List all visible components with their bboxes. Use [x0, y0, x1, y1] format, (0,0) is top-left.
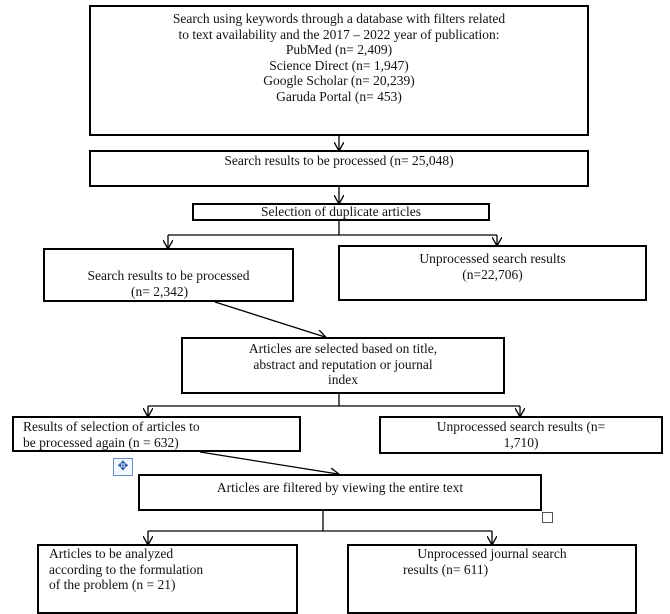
full-text-filter-box: Articles are filtered by viewing the ent… [138, 474, 542, 511]
selection-result-box: Results of selection of articles to be p… [12, 416, 301, 452]
search-line-1: Search using keywords through a database… [172, 11, 506, 26]
title-abstract-selection-box: Articles are selected based on title, ab… [181, 337, 505, 394]
unprocessed-2-line-1: Unprocessed search results (n= [436, 419, 606, 434]
articles-analyzed-line-3: of the problem (n = 21) [49, 577, 176, 592]
articles-analyzed-line-2: according to the formulation [49, 561, 204, 577]
title-abstract-line-3: index [328, 372, 358, 387]
selection-result-line-1: Results of selection of articles to [23, 419, 200, 434]
search-line-2: to text availability and the 2017 – 2022… [178, 26, 500, 42]
results-to-process-box: Search results to be processed (n= 25,04… [89, 150, 589, 187]
duplicate-selection-box: Selection of duplicate articles [192, 203, 490, 221]
unprocessed-1-line-1: Unprocessed search results [419, 251, 566, 266]
unprocessed-3-line-1: Unprocessed journal search [417, 546, 567, 561]
unprocessed-journal-box: Unprocessed journal search results (n= 6… [347, 544, 637, 614]
search-results-processed-line-1: Search results to be processed [87, 268, 250, 283]
unprocessed-2-line-2: 1,710) [503, 434, 539, 450]
search-line-garuda: Garuda Portal (n= 453) [276, 88, 402, 104]
unprocessed-results-box-1: Unprocessed search results (n=22,706) [338, 245, 647, 301]
full-text-filter-label: Articles are filtered by viewing the ent… [216, 480, 464, 495]
articles-analyzed-line-1: Articles to be analyzed [49, 546, 174, 561]
duplicate-selection-label: Selection of duplicate articles [260, 204, 422, 219]
search-line-google-scholar: Google Scholar (n= 20,239) [263, 73, 415, 88]
resize-handle-icon[interactable] [542, 512, 553, 523]
search-line-science-direct: Science Direct (n= 1,947) [269, 57, 409, 73]
articles-analyzed-box: Articles to be analyzed according to the… [37, 544, 298, 614]
arrow-8 [199, 451, 338, 474]
arrow-5 [214, 301, 325, 337]
selection-result-line-2: be processed again (n = 632) [23, 434, 179, 450]
move-cross-icon[interactable]: ✥ [113, 458, 133, 476]
title-abstract-line-1: Articles are selected based on title, [248, 341, 438, 356]
results-to-process-label: Search results to be processed (n= 25,04… [224, 153, 454, 168]
unprocessed-results-box-2: Unprocessed search results (n= 1,710) [379, 416, 663, 454]
title-abstract-line-2: abstract and reputation or journal [253, 356, 433, 372]
unprocessed-1-line-2: (n=22,706) [462, 266, 523, 282]
search-line-pubmed: PubMed (n= 2,409) [285, 42, 393, 57]
search-results-processed-box: Search results to be processed (n= 2,342… [43, 248, 294, 302]
search-results-processed-line-2: (n= 2,342) [131, 283, 189, 299]
unprocessed-3-line-2: results (n= 611) [403, 561, 489, 577]
search-database-box: Search using keywords through a database… [89, 5, 589, 136]
